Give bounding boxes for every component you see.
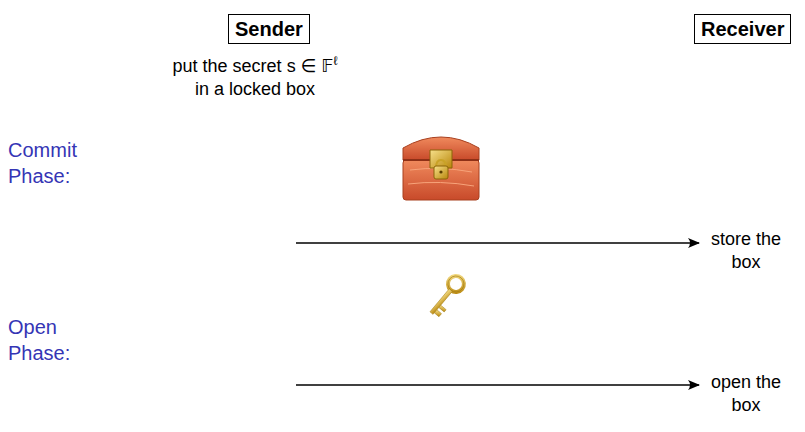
phase-name: Commit Phase: [8,137,98,189]
phase-name: Open Phase: [8,314,98,366]
step-note: store the box [700,228,792,275]
send-arrow [296,242,699,244]
role-name: Sender [235,17,303,41]
golden-key [425,273,468,319]
send-arrow [296,384,699,386]
step-note: open the box [700,371,792,418]
role-name: Receiver [701,17,784,41]
step-note: put the secret s ∈ 𝔽ℓ in a locked box [165,55,345,102]
locked-chest [403,137,479,200]
role-box: Sender [228,14,310,44]
role-box: Receiver [694,14,791,44]
